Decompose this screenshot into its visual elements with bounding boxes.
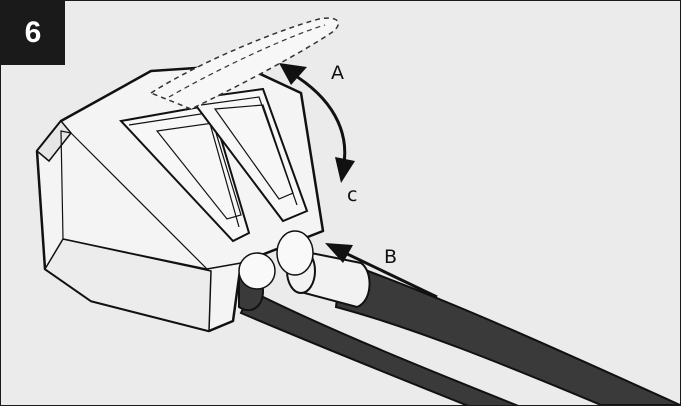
lever-right (189, 87, 309, 223)
wire-front (286, 248, 680, 405)
lever-left (119, 103, 251, 243)
step-number-badge: 6 (1, 1, 65, 65)
label-b: B (384, 246, 397, 268)
curved-double-arrow-icon (279, 63, 355, 183)
straight-arrow-icon (325, 243, 438, 299)
label-c: c (347, 184, 357, 206)
lever-raised-ghost (149, 17, 340, 110)
label-a: A (331, 62, 344, 84)
